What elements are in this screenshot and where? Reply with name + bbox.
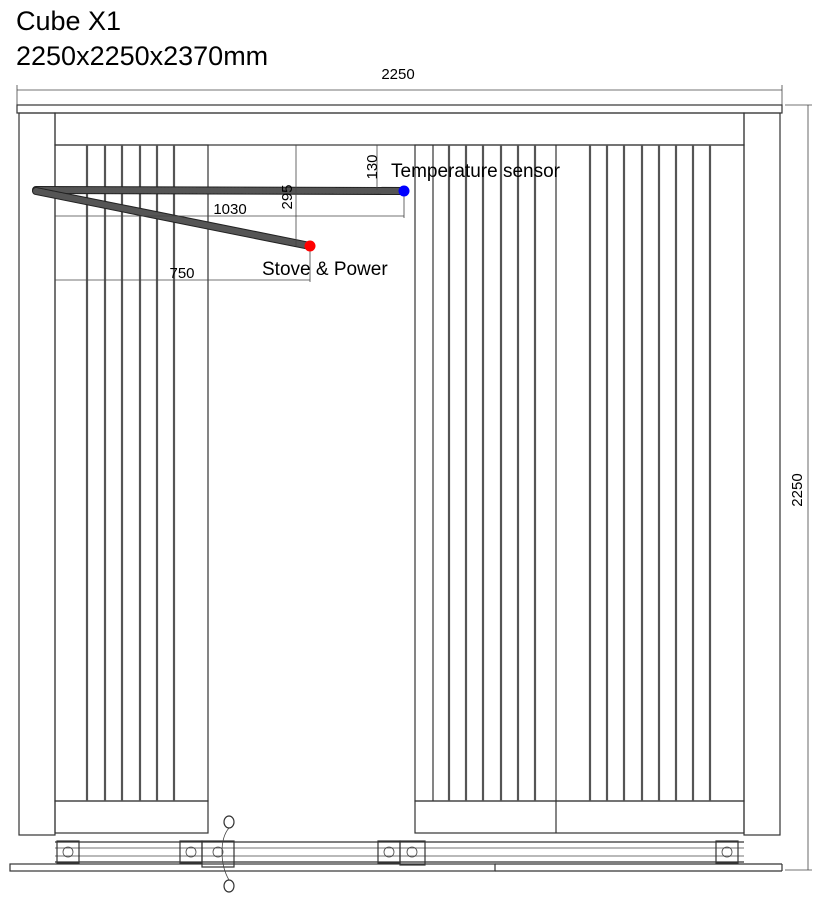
window-rollers xyxy=(56,840,739,868)
door-handle xyxy=(221,815,235,893)
sensor-pipe xyxy=(32,186,408,195)
width-label: 2250 xyxy=(381,66,414,83)
sensor-distance-label: 1030 xyxy=(213,201,246,218)
floor-base xyxy=(9,841,783,872)
stove-dot xyxy=(304,240,316,252)
stove-distance-label: 750 xyxy=(169,265,194,282)
bench-slats xyxy=(85,145,712,801)
sensor-offset-label: 130 xyxy=(364,154,381,179)
temperature-sensor-marker: Temperature sensor xyxy=(391,161,561,197)
stove-offset-label: 295 xyxy=(279,184,296,209)
stove-label: Stove & Power xyxy=(262,259,388,280)
sauna-structure xyxy=(16,104,783,836)
width-dimension: 2250 xyxy=(16,66,783,105)
depth-label: 2250 xyxy=(789,473,806,506)
stove-pipe xyxy=(32,187,314,250)
temperature-sensor-label: Temperature sensor xyxy=(391,161,561,182)
drawing-dimensions: 2250x2250x2370mm xyxy=(16,41,269,71)
depth-dimension: 2250 xyxy=(785,104,812,871)
temperature-sensor-dot xyxy=(398,185,410,197)
stove-marker: Stove & Power xyxy=(262,240,388,280)
right-bench xyxy=(414,144,745,802)
drawing-title: Cube X1 xyxy=(16,6,122,36)
left-bench xyxy=(54,144,209,802)
